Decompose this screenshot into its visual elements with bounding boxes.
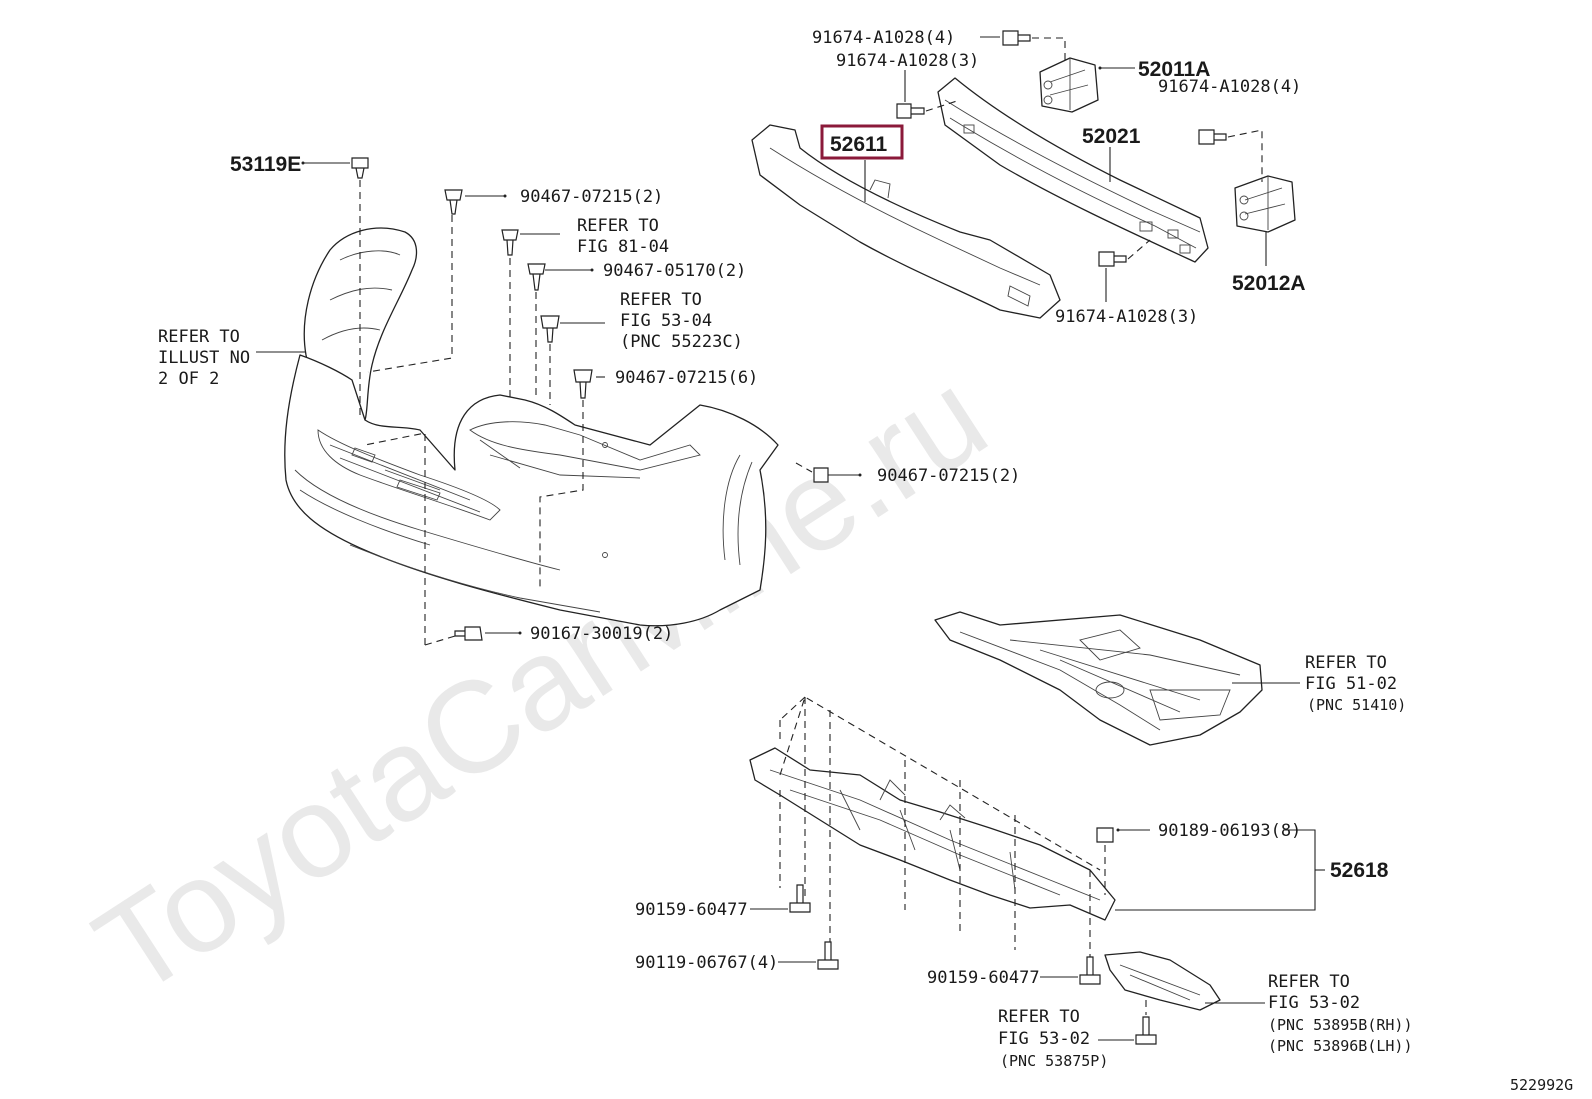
bumper-cover-drawing bbox=[284, 227, 779, 627]
highlight-52611 bbox=[820, 124, 904, 160]
engine-under-cover-drawing bbox=[934, 611, 1263, 746]
label-refer-53-02a-line3: (PNC 53895B(RH)) bbox=[1268, 1016, 1413, 1034]
label-52011a: 52011A bbox=[1138, 58, 1210, 81]
label-53119e: 53119E bbox=[230, 153, 301, 176]
label-91674-a1028-4a: 91674-A1028(4) bbox=[812, 28, 955, 48]
label-refer-illust-line2: ILLUST NO bbox=[158, 348, 250, 368]
label-refer-53-02b-line1: REFER TO bbox=[998, 1007, 1080, 1027]
label-52618: 52618 bbox=[1330, 859, 1389, 882]
label-refer-illust-line1: REFER TO bbox=[158, 327, 240, 347]
reinforcement-leaders bbox=[864, 30, 1267, 302]
label-refer-53-02b-line2: FIG 53-02 bbox=[998, 1029, 1090, 1049]
label-90467-05170-2: 90467-05170(2) bbox=[603, 261, 746, 281]
label-refer-53-02a-line2: FIG 53-02 bbox=[1268, 993, 1360, 1013]
label-90189-06193-8: 90189-06193(8) bbox=[1158, 821, 1301, 841]
label-90467-07215-2a: 90467-07215(2) bbox=[520, 187, 663, 207]
label-91674-a1028-3b: 91674-A1028(3) bbox=[1055, 307, 1198, 327]
clip-53119e-icon bbox=[351, 157, 369, 179]
under-cover-dashes bbox=[779, 696, 1101, 960]
label-refer-53-04-line2: FIG 53-04 bbox=[620, 311, 712, 331]
label-90167-30019-2: 90167-30019(2) bbox=[530, 624, 673, 644]
label-91674-a1028-4b: 91674-A1028(4) bbox=[1158, 77, 1301, 97]
label-refer-81-04-line2: FIG 81-04 bbox=[577, 237, 669, 257]
label-refer-51-02-line2: FIG 51-02 bbox=[1305, 674, 1397, 694]
label-52012a: 52012A bbox=[1232, 272, 1306, 295]
reinforcement-drawing bbox=[751, 57, 1296, 319]
label-90159-60477-b: 90159-60477 bbox=[927, 968, 1040, 988]
label-refer-51-02-line3: (PNC 51410) bbox=[1307, 696, 1406, 714]
labels: 53119E 90467-07215(2) REFER TO FIG 81-04… bbox=[158, 28, 1573, 1094]
label-refer-51-02-line1: REFER TO bbox=[1305, 653, 1387, 673]
label-90467-07215-6: 90467-07215(6) bbox=[615, 368, 758, 388]
label-refer-53-02a-line1: REFER TO bbox=[1268, 972, 1350, 992]
label-refer-81-04-line1: REFER TO bbox=[577, 216, 659, 236]
label-52611: 52611 bbox=[830, 133, 888, 156]
label-refer-53-04-line1: REFER TO bbox=[620, 290, 702, 310]
label-refer-53-02b-line3: (PNC 53875P) bbox=[1000, 1052, 1108, 1070]
no1-under-cover-drawing bbox=[749, 747, 1116, 921]
label-52021: 52021 bbox=[1082, 125, 1141, 148]
label-refer-illust-line3: 2 OF 2 bbox=[158, 369, 219, 389]
label-refer-53-04-line3: (PNC 55223C) bbox=[620, 332, 743, 352]
figure-code: 522992G bbox=[1510, 1076, 1573, 1094]
under-cover-fasteners bbox=[750, 827, 1325, 1045]
label-90119-06767-4: 90119-06767(4) bbox=[635, 953, 778, 973]
label-90159-60477-a: 90159-60477 bbox=[635, 900, 748, 920]
label-refer-53-02a-line4: (PNC 53896B(LH)) bbox=[1268, 1037, 1413, 1055]
bumper-leaders bbox=[256, 157, 862, 646]
label-91674-a1028-3a: 91674-A1028(3) bbox=[836, 51, 979, 71]
label-90467-07215-2b: 90467-07215(2) bbox=[877, 466, 1020, 486]
